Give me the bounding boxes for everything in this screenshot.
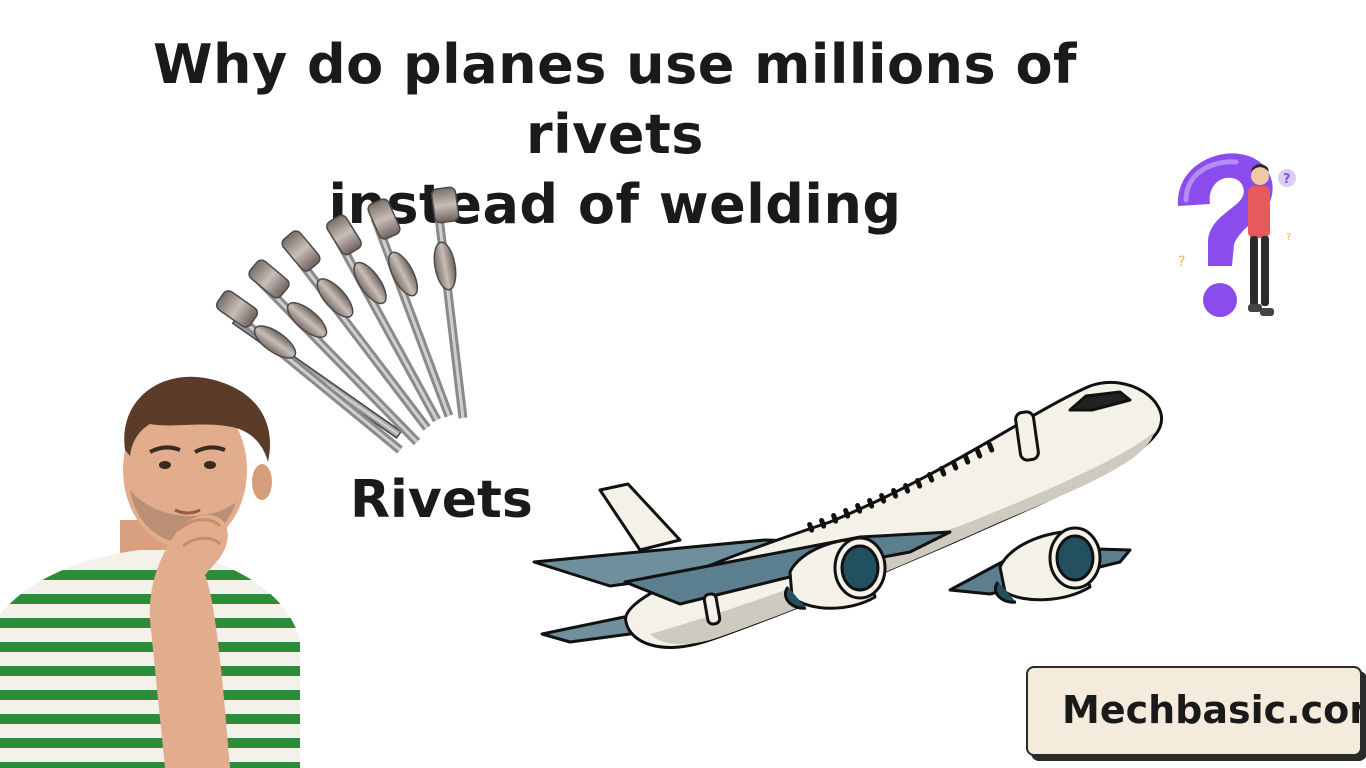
airplane-illustration [532,380,1164,649]
svg-text:?: ? [1178,254,1185,270]
rivets-icon [215,186,468,454]
page-title: Why do planes use millions of rivets ins… [60,30,1170,240]
title-line-2: instead of welding [328,173,902,236]
rivets-label: Rivets [350,470,533,530]
brand-badge[interactable]: Mechbasic.com [1026,666,1362,756]
question-mark-person-icon: ? ? ? [1177,153,1296,317]
svg-text:?: ? [1286,232,1291,243]
thinking-person-illustration [0,376,300,768]
brand-text: Mechbasic.com [1062,688,1362,732]
title-line-1: Why do planes use millions of rivets [152,33,1078,166]
svg-text:?: ? [1283,172,1291,187]
